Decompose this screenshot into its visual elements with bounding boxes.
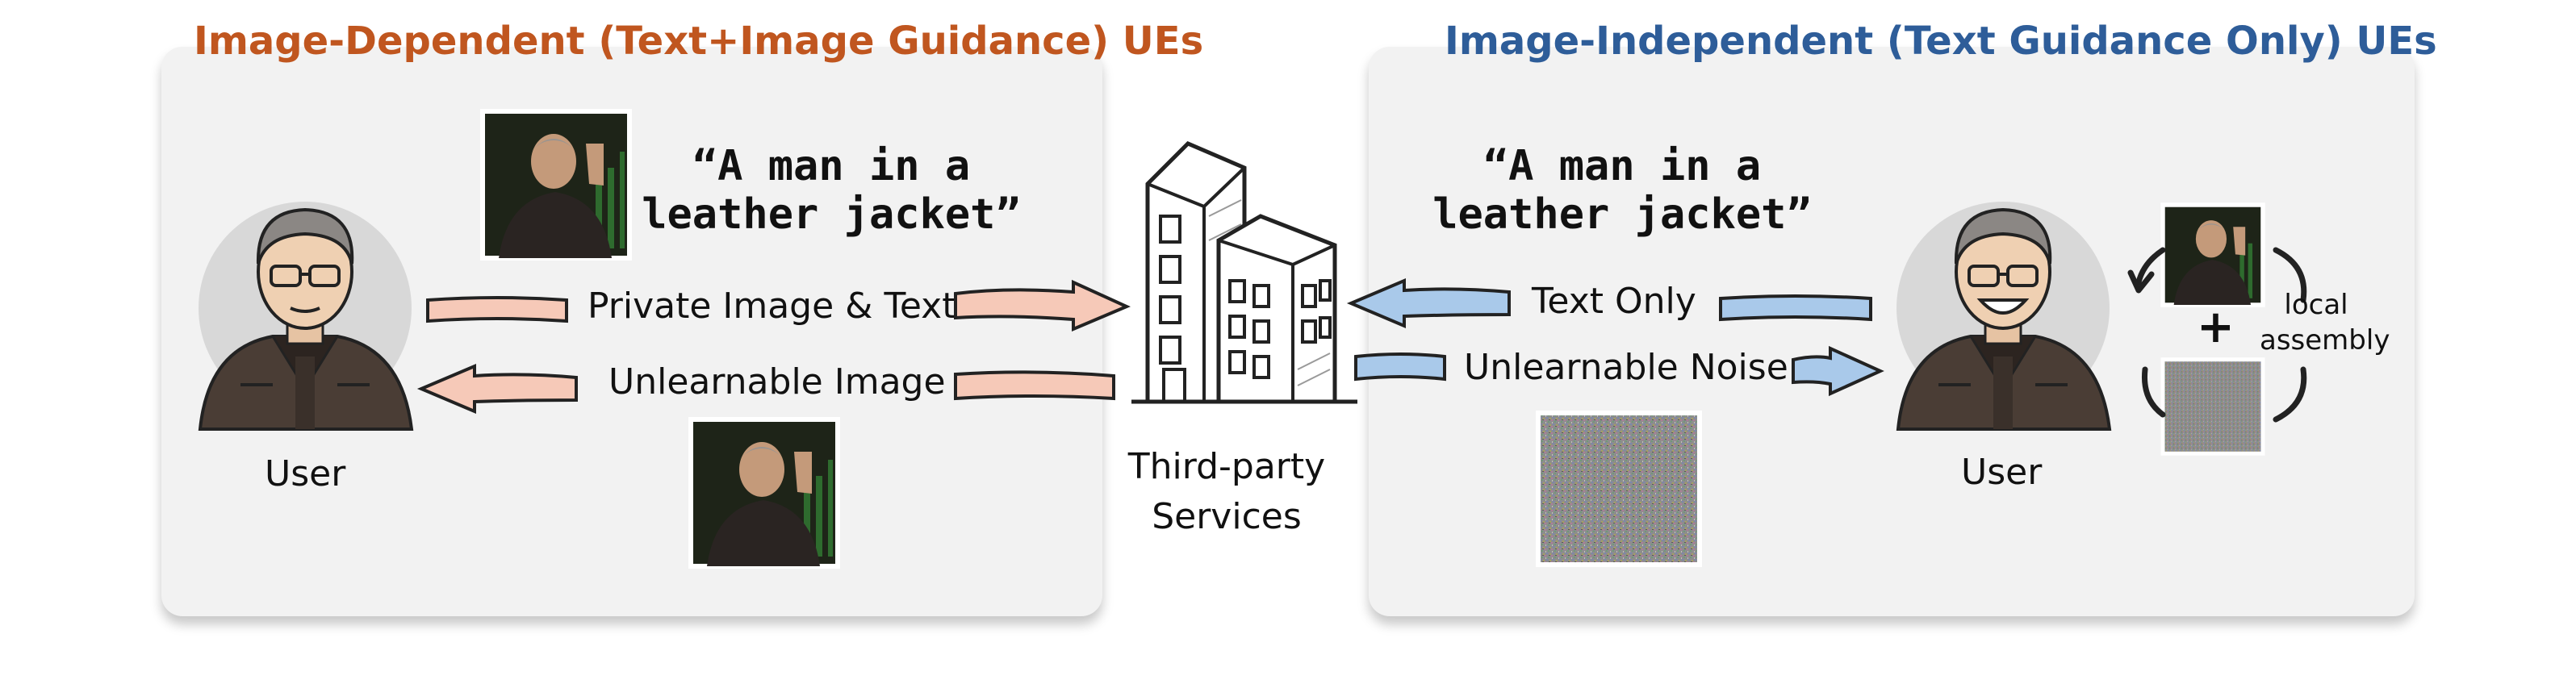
private-image-text-label: Private Image & Text bbox=[588, 286, 956, 327]
left-panel-title: Image-Dependent (Text+Image Guidance) UE… bbox=[194, 19, 1204, 64]
arrow-to-user bbox=[416, 363, 578, 415]
right-user-avatar bbox=[1896, 202, 2112, 431]
arrow-noise-from-services bbox=[1354, 352, 1446, 382]
assembly-private-image bbox=[2160, 202, 2265, 307]
left-private-image bbox=[480, 109, 632, 261]
unlearnable-noise-label: Unlearnable Noise bbox=[1464, 347, 1788, 388]
local-assembly-label: local assembly bbox=[2260, 289, 2390, 357]
plus-sign: + bbox=[2197, 301, 2235, 353]
left-text-prompt: “A man in a leather jacket” bbox=[642, 142, 1021, 239]
left-unlearnable-image bbox=[688, 417, 840, 569]
text-only-label: Text Only bbox=[1532, 281, 1696, 322]
arrow-user-to-label bbox=[426, 296, 568, 323]
assembly-noise-image bbox=[2160, 357, 2265, 456]
right-user-label: User bbox=[1961, 452, 2043, 493]
left-user-label: User bbox=[265, 453, 346, 494]
unlearnable-image-label: Unlearnable Image bbox=[608, 361, 946, 402]
arrow-noise-to-user bbox=[1792, 345, 1884, 397]
assembly-cycle-arrows bbox=[2127, 247, 2307, 423]
third-party-services-label: Third-party Services bbox=[1127, 446, 1326, 537]
arrow-text-from-user bbox=[1719, 294, 1872, 322]
right-text-prompt: “A man in a leather jacket” bbox=[1432, 142, 1812, 239]
right-panel-title: Image-Independent (Text Guidance Only) U… bbox=[1445, 19, 2437, 64]
arrow-text-to-services bbox=[1346, 277, 1511, 329]
arrow-to-services bbox=[954, 279, 1131, 332]
unlearnable-noise-image bbox=[1536, 411, 1702, 567]
left-user-avatar bbox=[198, 202, 414, 431]
building-icon bbox=[1131, 141, 1357, 404]
arrow-from-services bbox=[954, 370, 1115, 401]
